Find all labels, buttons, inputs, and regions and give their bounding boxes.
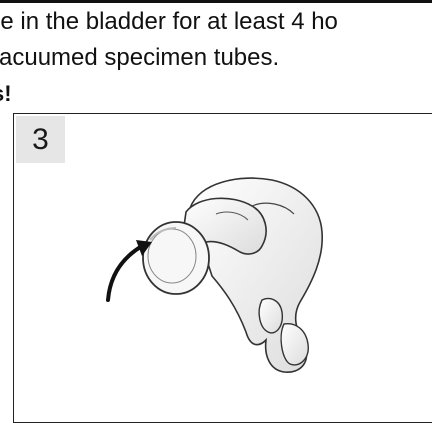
rotation-arrow-shape [108, 246, 142, 300]
hand-opening-cap-illustration [0, 0, 432, 407]
specimen-cap-shape [143, 222, 209, 294]
